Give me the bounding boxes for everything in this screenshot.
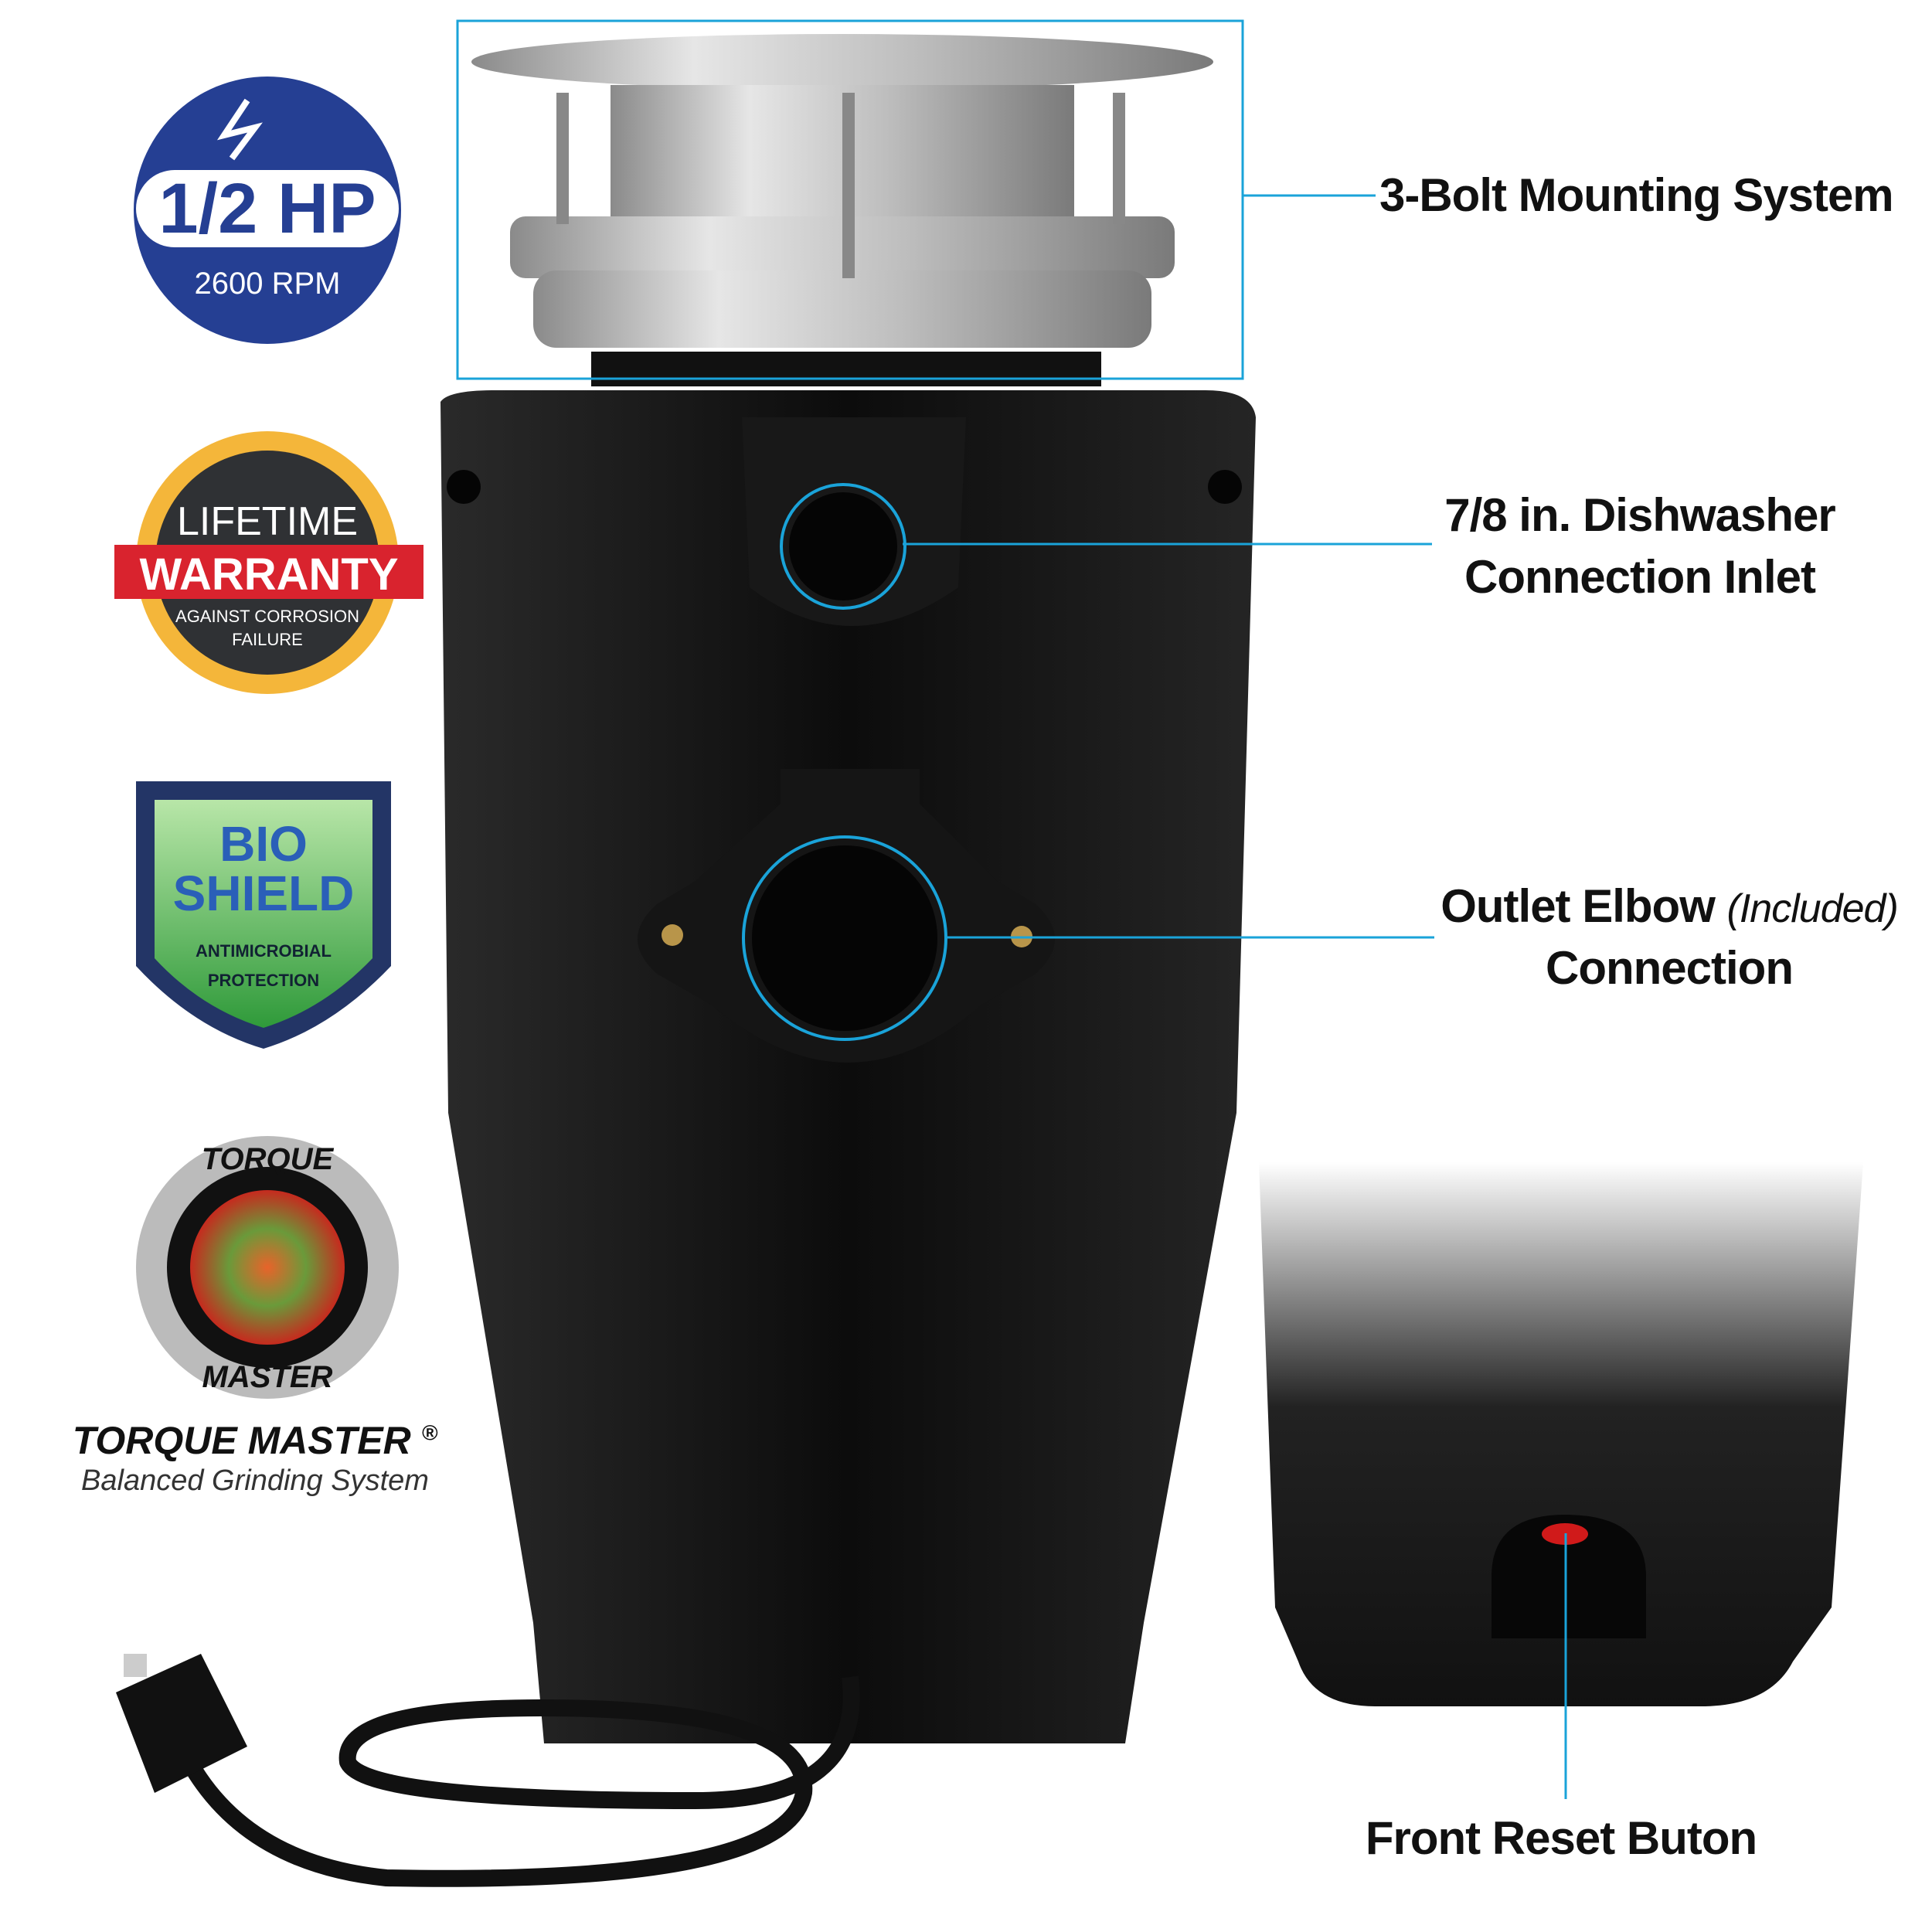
registered-mark: ® [421,1420,438,1445]
power-cord [169,1675,860,1887]
mounting-highlight-box [456,19,1244,380]
bioshield-badge [136,781,391,1049]
torque-logo-top: TORQUE [201,1142,334,1176]
lightning-icon [216,98,263,161]
torque-master-logo [136,1136,399,1399]
torque-logo-bottom: MASTER [202,1360,333,1394]
callout-mounting: 3-Bolt Mounting System [1379,169,1894,221]
warranty-title: WARRANTY [139,549,399,600]
warranty-sub2: FAILURE [232,630,303,649]
warranty-badge [114,431,423,694]
disposer-body [440,390,1256,1743]
hp-badge [134,77,401,344]
warranty-sub1: AGAINST CORROSION [175,607,359,626]
bioshield-bio: BIO [219,816,308,872]
rpm-label: 2600 RPM [194,267,341,301]
callout-reset: Front Reset Buton [1365,1812,1757,1864]
callout-outlet-2: Connection [1546,942,1794,994]
hp-label: 1/2 HP [158,169,376,248]
callout-inlet-1: 7/8 in. Dishwasher [1444,489,1836,541]
callout-outlet-main: Outlet Elbow [1440,880,1727,932]
plug [116,1654,247,1793]
warranty-lifetime: LIFETIME [176,499,359,544]
mounting-flange [471,34,1213,386]
callout-inlet-2: Connection Inlet [1464,551,1816,603]
bioshield-sub1: ANTIMICROBIAL [196,941,332,961]
bioshield-shield: SHIELD [172,866,355,921]
torque-master-name: TORQUE MASTER [72,1419,411,1462]
reset-inset [1259,1162,1863,1706]
callout-outlet-note: (Included) [1726,886,1899,931]
torque-tagline: Balanced Grinding System [81,1464,429,1497]
bioshield-sub2: PROTECTION [207,971,320,990]
